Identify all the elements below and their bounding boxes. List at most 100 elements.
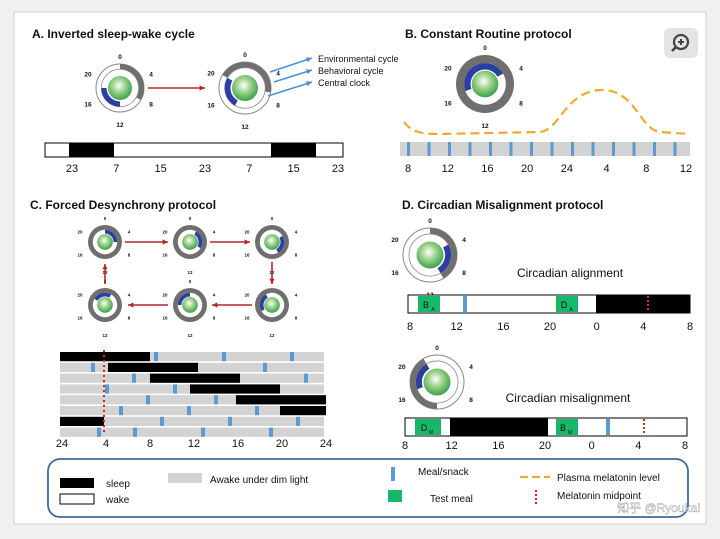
alignment-tick: 8 <box>407 321 413 333</box>
panel-b-meal-mark <box>571 142 574 156</box>
clock-tick-label: 0 <box>189 279 192 284</box>
alignment-tick: 12 <box>451 321 463 333</box>
zoom-icon <box>671 33 690 52</box>
alignment-test-meal-d <box>556 296 578 312</box>
clock-tick-label: 4 <box>213 230 216 235</box>
arrow-c-4-head <box>212 302 218 308</box>
clock-tick-label: 12 <box>116 122 124 129</box>
raster-row <box>60 416 324 426</box>
clock-green-core <box>182 297 198 313</box>
raster-meal <box>119 406 123 416</box>
clock-tick-label: 16 <box>207 103 215 110</box>
raster-meal <box>91 362 95 372</box>
panel-b-meal-mark <box>448 142 451 156</box>
raster-meal <box>214 395 218 405</box>
clock-tick-label: 12 <box>187 333 193 338</box>
clock-tick-label: 20 <box>244 230 250 235</box>
panel-b-tick: 8 <box>643 163 649 175</box>
panel-a-tick: 23 <box>332 163 344 175</box>
clock-tick-label: 20 <box>77 230 83 235</box>
arrow-c-5-head <box>128 302 134 308</box>
misalignment-meal-sub: M <box>429 430 433 436</box>
clock-tick-label: 4 <box>213 293 216 298</box>
misalignment-tick: 20 <box>539 440 551 452</box>
clock-tick-label: 0 <box>243 52 247 59</box>
clock-tick-label: 16 <box>391 270 399 277</box>
clock-green-core <box>97 297 113 313</box>
clock-green-core <box>264 297 280 313</box>
clock-tick-label: 20 <box>77 293 83 298</box>
alignment-tick: 8 <box>687 321 693 333</box>
panel-c-title: C. Forced Desynchrony protocol <box>30 198 217 212</box>
clock-tick-label: 8 <box>519 100 523 107</box>
panel-b-meal-mark <box>530 142 533 156</box>
clock-tick-label: 16 <box>84 102 92 109</box>
clock-tick-label: 12 <box>187 270 193 275</box>
panel-a-tick: 23 <box>66 163 78 175</box>
misalignment-tick: 16 <box>492 440 504 452</box>
panel-b-meal-mark <box>591 142 595 156</box>
raster-meal <box>173 384 177 394</box>
clock-green-core <box>182 234 198 250</box>
clock-tick-label: 8 <box>295 316 298 321</box>
misalignment-meal-sub: M <box>568 430 572 436</box>
misalignment-tick: 4 <box>635 440 641 452</box>
clock-tick-label: 12 <box>241 124 249 131</box>
panel-c-tick: 16 <box>232 438 244 450</box>
raster-row <box>60 427 324 437</box>
legend-test-meal-label: Test meal <box>430 494 473 505</box>
alignment-label: Circadian alignment <box>517 266 624 280</box>
clock-green-core <box>108 76 132 100</box>
annotation-label-1: Environmental cycle <box>318 54 399 64</box>
arrow-c-2-head <box>244 239 250 245</box>
raster-meal <box>201 427 205 437</box>
panel-c-tick: 8 <box>147 438 153 450</box>
misalignment-tick: 12 <box>446 440 458 452</box>
clock-tick-label: 8 <box>276 103 280 110</box>
raster-meal <box>263 362 267 372</box>
zoom-button[interactable] <box>664 28 698 58</box>
raster-meal <box>222 352 226 362</box>
clock-green-core <box>416 241 444 269</box>
panel-d-title: D. Circadian Misalignment protocol <box>402 198 604 212</box>
alignment-sleep <box>596 295 690 313</box>
raster-sleep <box>150 373 240 383</box>
clock-green-core <box>423 368 451 396</box>
melatonin-curve <box>403 88 691 136</box>
clock-tick-label: 8 <box>128 316 131 321</box>
clock-tick-label: 20 <box>162 293 168 298</box>
panel-b-tick: 4 <box>604 163 610 175</box>
annotation-label-2: Behavioral cycle <box>318 66 384 76</box>
alignment-tick: 20 <box>544 321 556 333</box>
annotation-arrow-1-head <box>306 57 312 63</box>
panel-a-sleep-block <box>69 143 114 157</box>
raster-row <box>60 395 324 405</box>
alignment-tick: 0 <box>594 321 600 333</box>
alignment-meal <box>463 296 467 312</box>
panel-b-meal-mark <box>653 142 656 156</box>
legend-wake-label: wake <box>105 495 130 506</box>
clock-tick-label: 8 <box>213 316 216 321</box>
clock-tick-label: 20 <box>398 364 406 371</box>
panel-b-tick: 16 <box>481 163 493 175</box>
raster-sleep <box>190 384 280 394</box>
raster-meal <box>290 352 294 362</box>
clock-tick-label: 16 <box>77 316 83 321</box>
raster-meal <box>160 416 164 426</box>
raster-meal <box>255 406 259 416</box>
clock-tick-label: 4 <box>519 65 523 72</box>
arrow-a-head <box>199 85 205 91</box>
clock-tick-label: 0 <box>189 216 192 221</box>
clock-tick-label: 16 <box>77 253 83 258</box>
panel-c-tick: 24 <box>320 438 332 450</box>
misalignment-tick: 0 <box>589 440 595 452</box>
raster-meal <box>105 384 109 394</box>
misalignment-test-meal-d <box>415 419 441 435</box>
clock-tick-label: 8 <box>469 397 473 404</box>
